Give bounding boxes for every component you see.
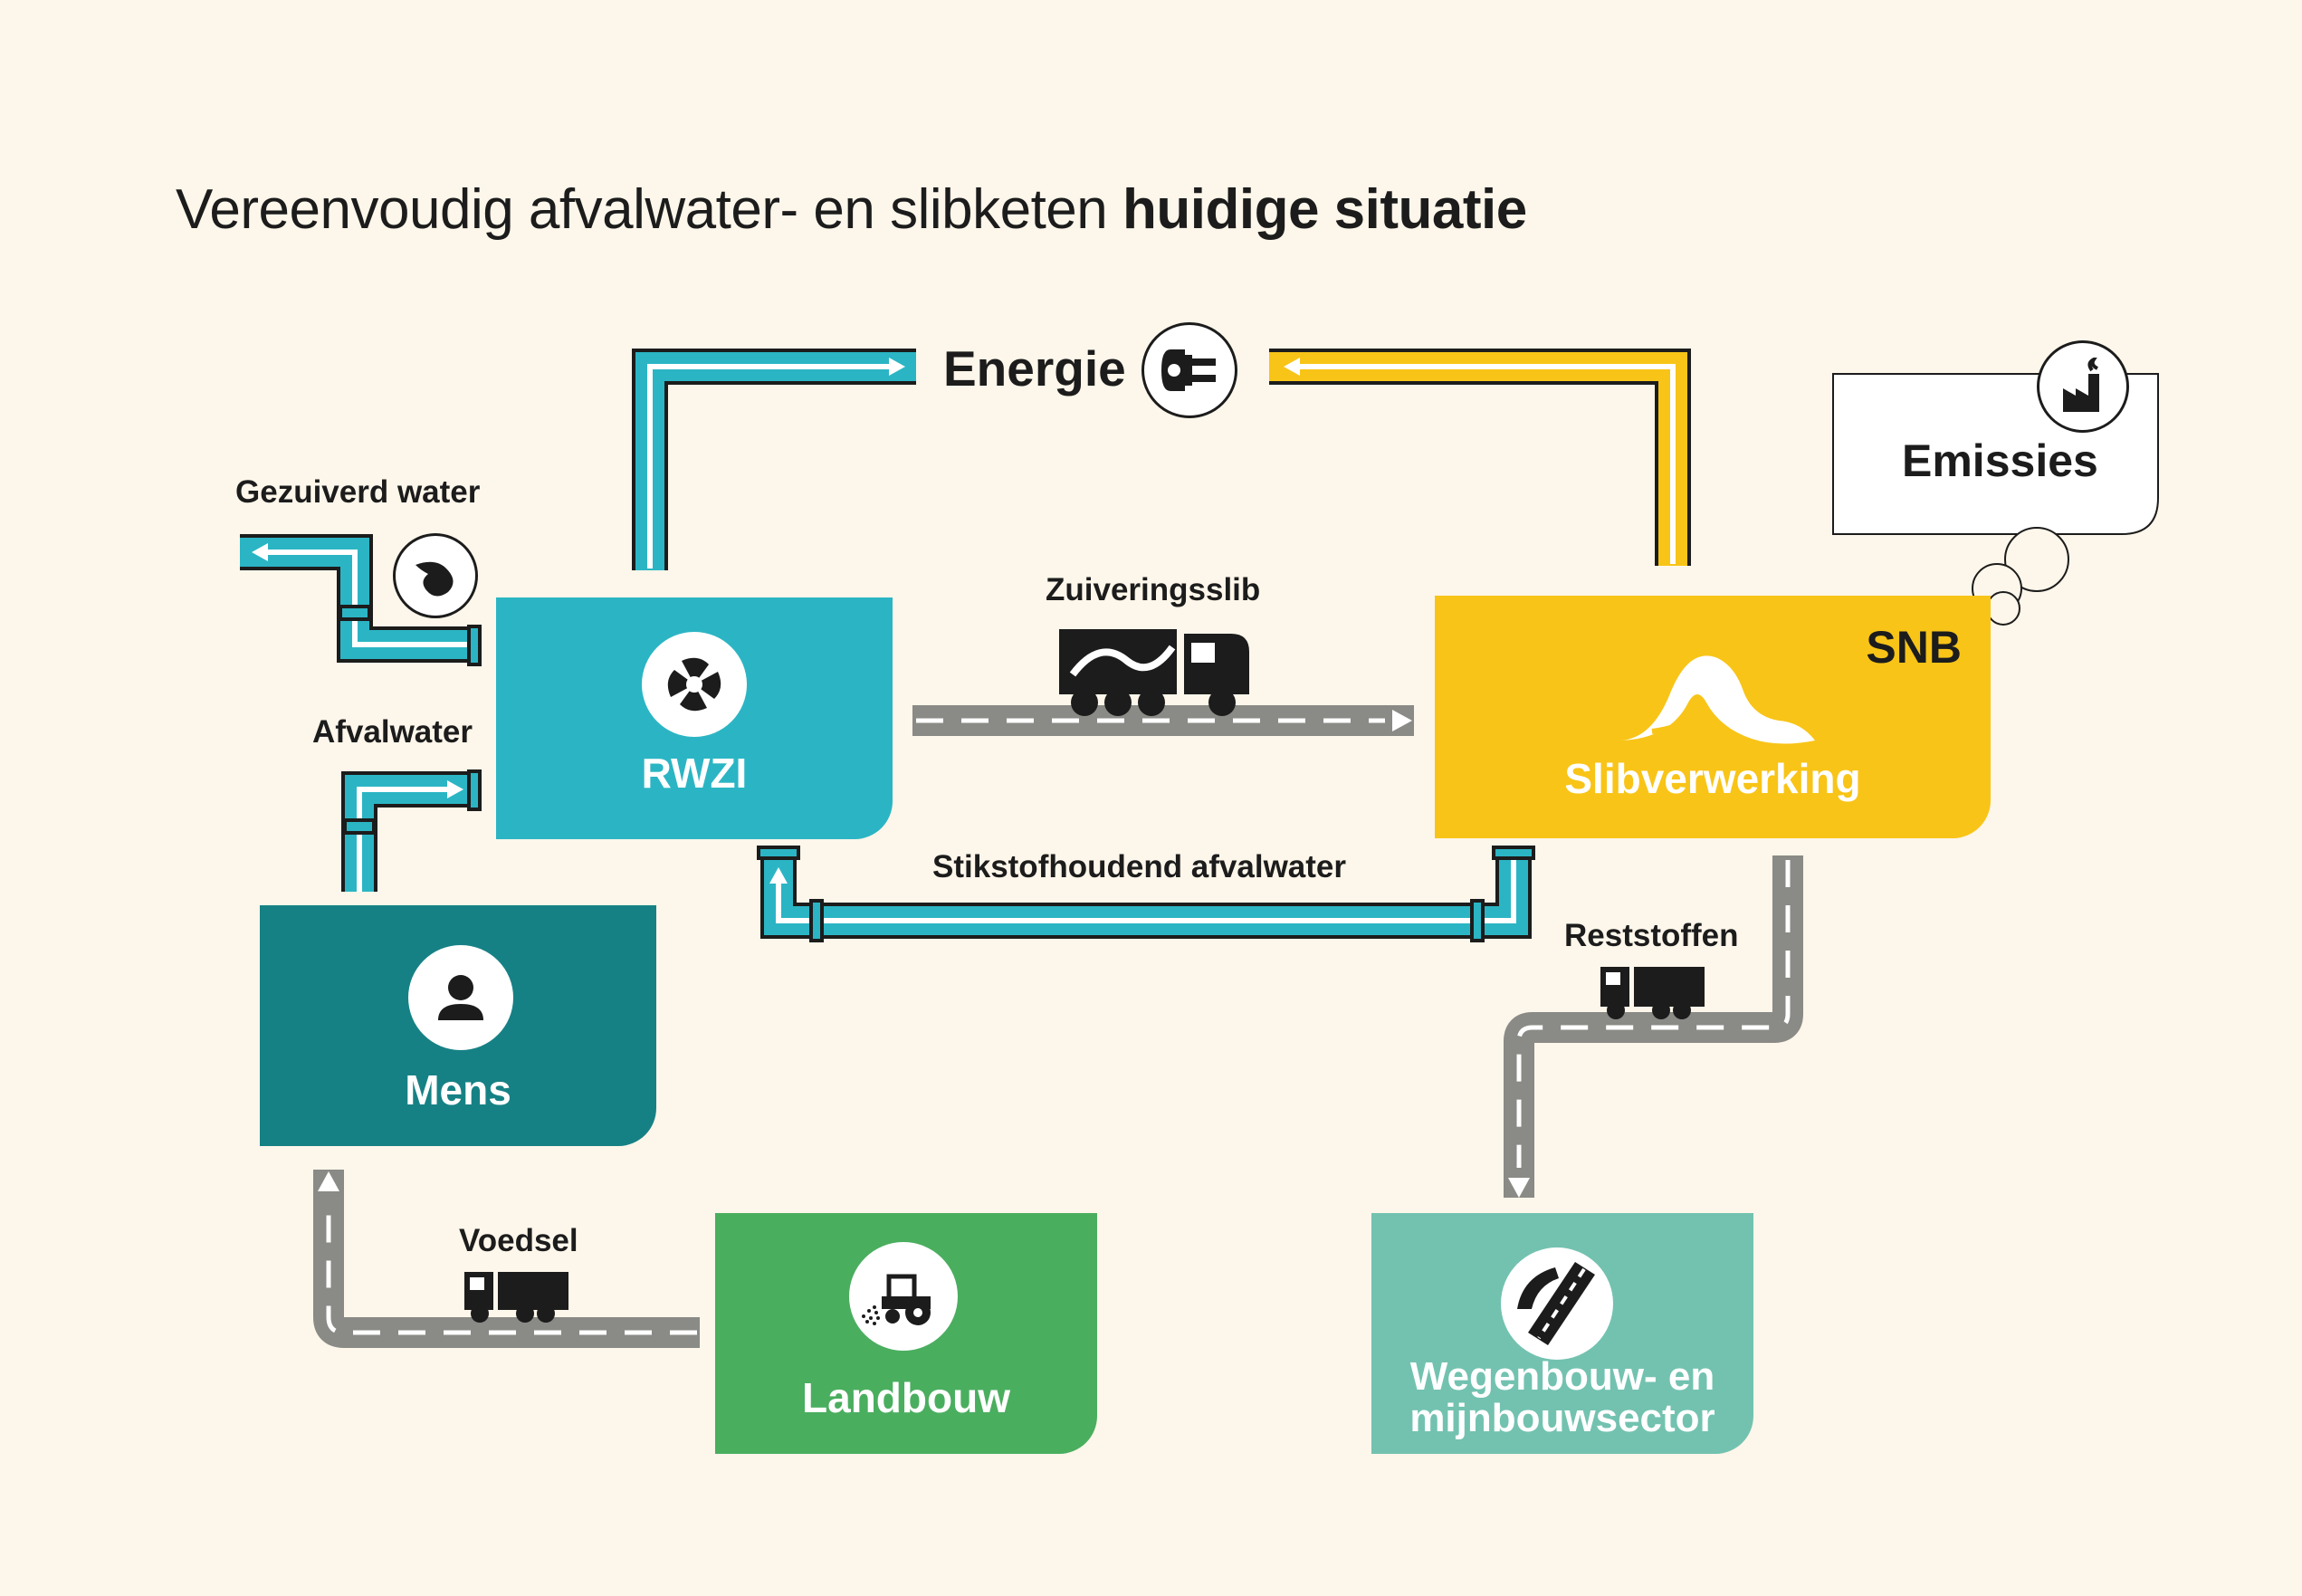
label-voedsel: Voedsel xyxy=(459,1223,578,1258)
person-icon xyxy=(408,945,513,1050)
label-energie: Energie xyxy=(943,340,1126,397)
page-title: Vereenvoudig afvalwater- en slibketen hu… xyxy=(176,178,1527,241)
label-afvalwater: Afvalwater xyxy=(312,714,473,750)
label-gezuiverd-water: Gezuiverd water xyxy=(235,474,481,510)
label-zuiveringsslib: Zuiveringsslib xyxy=(1046,572,1261,607)
water-drop-icon xyxy=(393,533,478,618)
reststoffen-road xyxy=(1504,855,1803,1198)
reststoffen-truck-icon xyxy=(1600,967,1705,1019)
node-rwzi: RWZI xyxy=(496,597,893,839)
rwzi-label: RWZI xyxy=(641,750,748,797)
propeller-icon xyxy=(642,632,747,737)
node-wegenbouw-mijnbouw: Wegenbouw- en mijnbouwsector xyxy=(1371,1213,1753,1454)
voedsel-road xyxy=(313,1170,700,1348)
mens-label: Mens xyxy=(405,1066,511,1113)
stikstof-pipe xyxy=(757,846,1535,942)
node-slibverwerking: SNB Slibverwerking xyxy=(1435,596,1991,838)
wegenbouw-label-line1: Wegenbouw- en xyxy=(1409,1354,1715,1399)
tractor-icon xyxy=(849,1242,958,1351)
slib-truck-icon xyxy=(1059,629,1249,716)
snb-badge: SNB xyxy=(1866,622,1962,673)
node-mens: Mens xyxy=(260,905,656,1146)
slibverwerking-label: Slibverwerking xyxy=(1564,755,1861,802)
label-stikstofhoudend-afvalwater: Stikstofhoudend afvalwater xyxy=(932,849,1347,884)
landbouw-label: Landbouw xyxy=(802,1374,1010,1421)
emissies-label: Emissies xyxy=(1902,435,2098,486)
wegenbouw-label: Wegenbouw- en mijnbouwsector xyxy=(1371,1354,1753,1441)
wegenbouw-label-line2: mijnbouwsector xyxy=(1409,1396,1715,1441)
label-reststoffen: Reststoffen xyxy=(1564,918,1739,953)
node-landbouw: Landbouw xyxy=(715,1213,1097,1454)
voedsel-truck-icon xyxy=(464,1272,568,1323)
afvalwater-pipe xyxy=(341,769,482,892)
energie-pipe-blue xyxy=(632,349,916,570)
factory-icon xyxy=(2037,340,2129,433)
road-icon xyxy=(1501,1247,1613,1360)
plug-icon xyxy=(1141,322,1237,418)
zuiveringsslib-road xyxy=(912,705,1414,736)
energie-pipe-yellow xyxy=(1269,349,1691,566)
gezuiverd-water-pipe xyxy=(240,534,482,666)
sludge-wave-icon xyxy=(1620,655,1815,744)
